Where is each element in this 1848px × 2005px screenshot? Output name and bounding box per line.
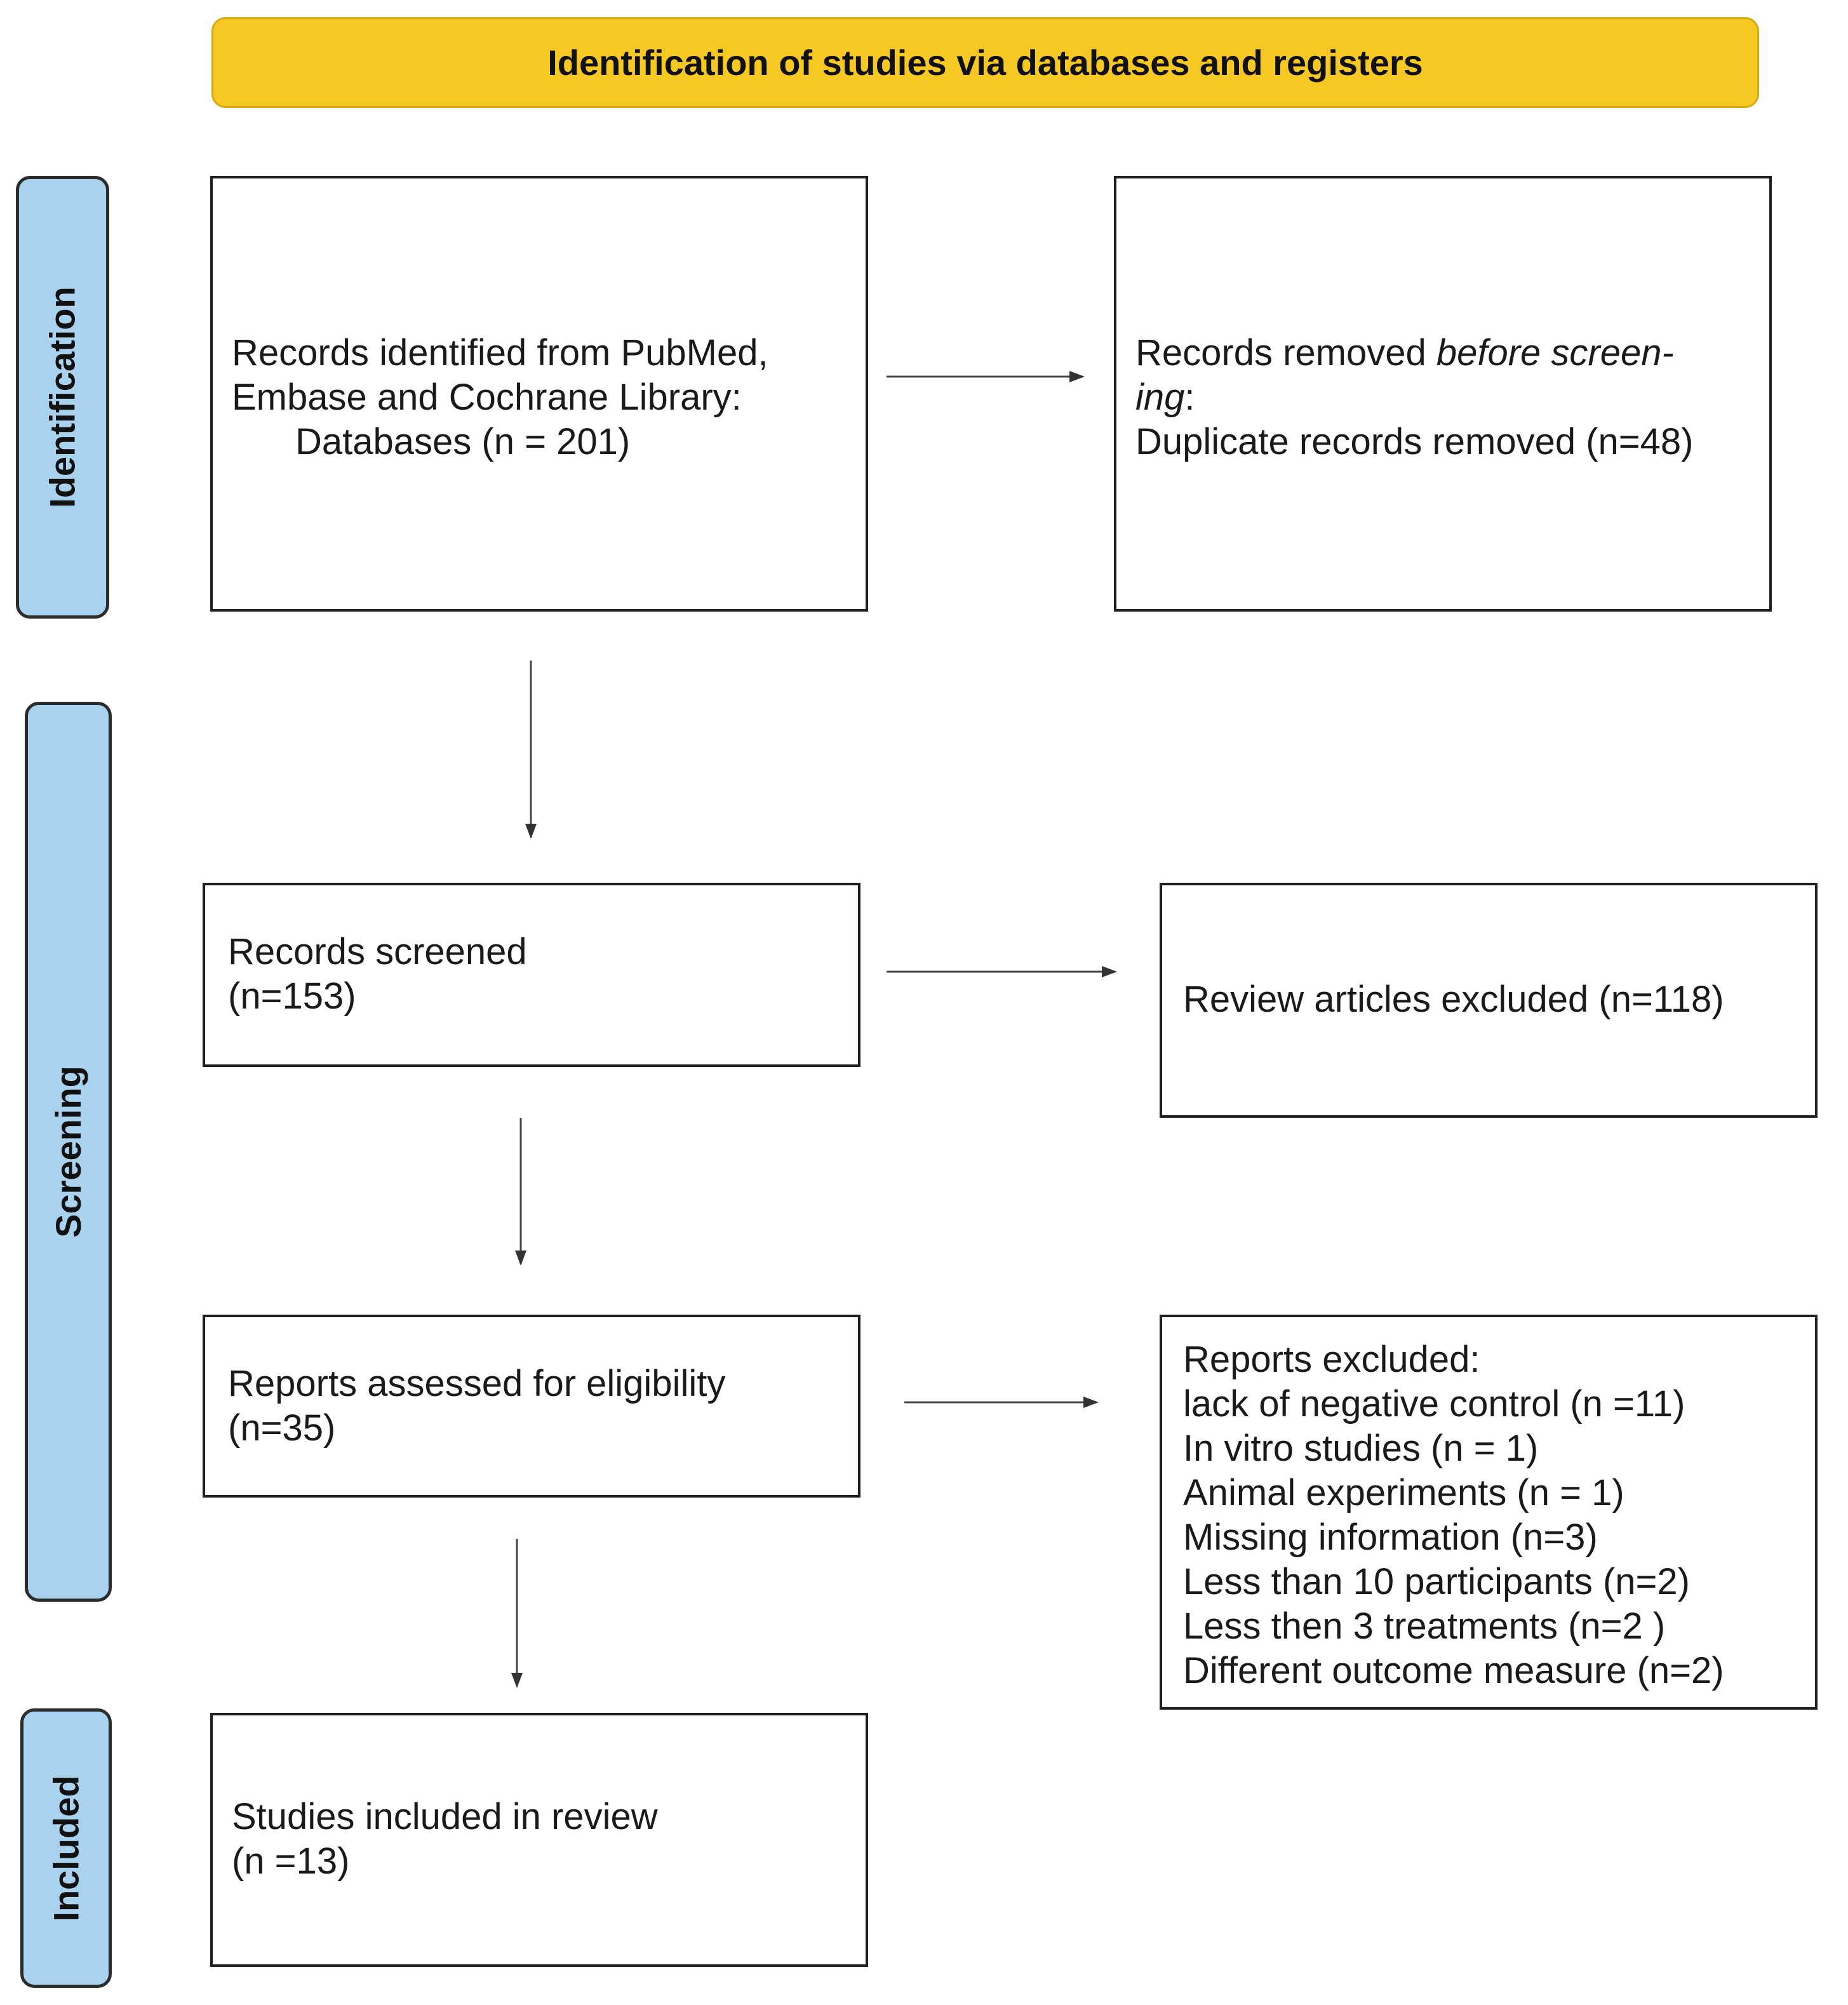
records-removed-line1: Records removed before screen- [1135,331,1769,375]
reports-excluded-item: Missing information (n=3) [1183,1517,1598,1558]
records-identified-line1: Records identified from PubMed, [232,332,768,373]
review-excluded-count: Review articles excluded (n=118) [1183,979,1724,1020]
reports-assessed-line1: Reports assessed for eligibility [228,1363,726,1404]
reports-excluded-item: lack of negative control (n =11) [1183,1383,1685,1425]
records-removed-count: Duplicate records removed (n=48) [1135,421,1694,462]
records-removed-colon: : [1184,377,1195,418]
records-screened-count: (n=153) [228,976,356,1017]
reports-excluded-item: Less then 3 treatments (n=2 ) [1183,1606,1666,1647]
reports-excluded-item: Less than 10 participants (n=2) [1183,1561,1690,1602]
records-identified-box: Records identified from PubMed, Embase a… [210,176,868,612]
records-removed-prefix: Records removed [1135,332,1436,373]
header-identification-bar: Identification of studies via databases … [211,17,1759,108]
phase-included: Included [20,1708,112,1988]
reports-excluded-box: Reports excluded: lack of negative contr… [1160,1315,1818,1710]
phase-identification: Identification [16,176,109,619]
reports-assessed-count: (n=35) [228,1407,336,1449]
records-identified-count: Databases (n = 201) [295,421,631,462]
records-screened-line1: Records screened [228,931,527,972]
reports-assessed-box: Reports assessed for eligibility (n=35) [203,1315,860,1498]
phase-screening: Screening [25,702,112,1602]
studies-included-line1: Studies included in review [232,1796,658,1837]
reports-excluded-item: In vitro studies (n = 1) [1183,1428,1539,1469]
studies-included-count: (n =13) [232,1841,350,1882]
reports-excluded-item: Animal experiments (n = 1) [1183,1472,1624,1513]
records-removed-box: Records removed before screen- ing: Dupl… [1114,176,1772,612]
records-screened-box: Records screened (n=153) [203,883,860,1067]
records-identified-line2: Embase and Cochrane Library: [232,377,742,418]
records-removed-italic1: before screen- [1436,332,1674,373]
studies-included-box: Studies included in review (n =13) [210,1713,868,1967]
header-title: Identification of studies via databases … [547,43,1423,83]
records-removed-line2: ing: [1135,375,1769,420]
records-removed-italic2: ing [1135,377,1185,418]
review-excluded-box: Review articles excluded (n=118) [1160,883,1818,1118]
reports-excluded-title: Reports excluded: [1183,1339,1480,1380]
reports-excluded-item: Different outcome measure (n=2) [1183,1650,1724,1691]
